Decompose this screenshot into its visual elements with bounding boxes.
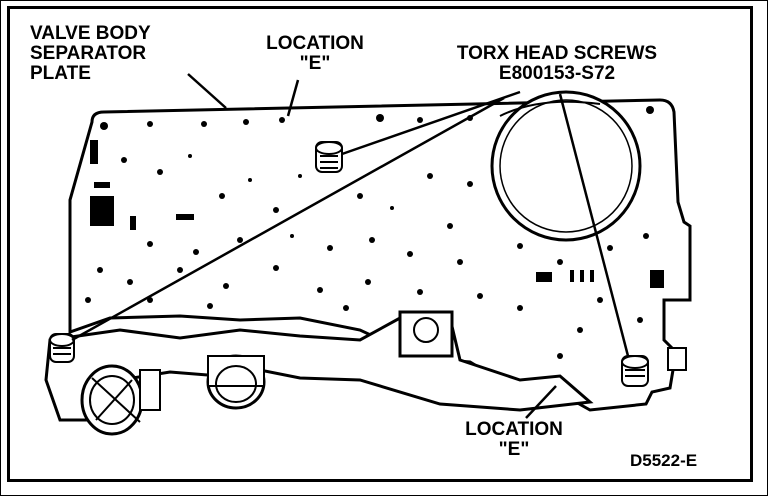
plate-holes bbox=[85, 106, 664, 359]
figure-code: D5522-E bbox=[630, 451, 698, 470]
torx-screw-center bbox=[315, 141, 343, 173]
accumulator-bore-inner bbox=[499, 99, 633, 233]
leader-lines bbox=[71, 73, 630, 419]
torx-screws-label: TORX HEAD SCREWS E800153-S72 bbox=[456, 43, 658, 84]
leader-separator bbox=[187, 73, 227, 109]
torx-screw-left bbox=[49, 333, 75, 363]
accumulator-bore bbox=[490, 90, 642, 242]
torx-screw-right bbox=[621, 355, 649, 387]
leader-screw-center bbox=[341, 90, 521, 156]
leader-location-top bbox=[286, 79, 300, 117]
leader-screw-left bbox=[71, 96, 505, 342]
separator-plate-label: VALVE BODY SEPARATOR PLATE bbox=[30, 23, 151, 84]
location-bottom-label: LOCATION "E" bbox=[465, 419, 563, 460]
leader-location-bottom bbox=[525, 385, 557, 419]
location-top-label: LOCATION "E" bbox=[266, 33, 364, 74]
leader-screw-right bbox=[558, 93, 630, 357]
